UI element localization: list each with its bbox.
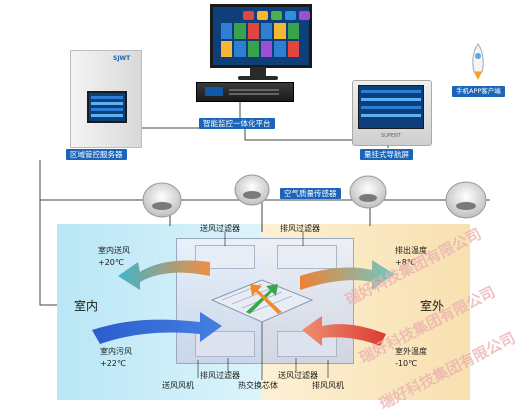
supply-filter-top-label: 送风过滤器: [200, 224, 240, 233]
mobile-rocket-icon: [466, 42, 490, 82]
outdoor-label: 室外: [420, 299, 445, 313]
top-right-filter: [277, 245, 337, 269]
sensor-4: [445, 181, 487, 219]
sensor-label: 空气质量传感器: [280, 188, 341, 199]
outdoor-temp-value: -10℃: [395, 359, 418, 368]
exhaust-filter-bottom-label: 排风过滤器: [200, 371, 240, 380]
monitor-base: [238, 76, 278, 80]
exhaust-air-arrow: [300, 260, 394, 290]
rack-server: [196, 82, 294, 102]
sensor-2: [234, 174, 270, 206]
exhaust-temp-value: +8℃: [395, 258, 416, 267]
supply-air-temp: +20℃: [98, 258, 124, 267]
exhaust-temp-name: 排出温度: [395, 246, 427, 255]
return-air-temp: +22℃: [100, 359, 126, 368]
wall-panel-brand: SUPENT: [381, 133, 401, 139]
exhaust-filter-top-label: 排风过滤器: [280, 224, 320, 233]
wall-panel: SUPENT: [352, 80, 432, 146]
platform-label: 智能监控一体化平台: [199, 118, 275, 129]
outdoor-air-arrow: [302, 316, 386, 346]
wall-panel-label: 量挂式导航屏: [360, 149, 413, 160]
server-brand: SJWT: [113, 55, 131, 62]
monitor: [210, 4, 312, 68]
supply-fan-label: 送风风机: [162, 381, 194, 390]
indoor-label: 室内: [74, 299, 99, 313]
airflow-arrows: [92, 232, 394, 380]
sensor-3: [349, 175, 387, 209]
server-screen: [87, 91, 127, 123]
mobile-app-label: 手机APP客户端: [452, 86, 505, 97]
core-cross-arrow-green: [246, 284, 278, 314]
supply-air-name: 室内送风: [98, 246, 130, 255]
air-quality-sensors: [142, 174, 487, 219]
regional-server-label: 区域管控服务器: [66, 149, 127, 160]
supply-air-arrow: [118, 260, 210, 290]
core-cross-arrow-orange: [250, 284, 282, 314]
outdoor-temp-name: 室外温度: [395, 347, 427, 356]
hrv-unit: [176, 238, 354, 364]
core-label: 热交换芯体: [238, 381, 278, 390]
sensor-1: [142, 182, 182, 218]
exhaust-fan-label: 排风风机: [312, 381, 344, 390]
return-air-arrow: [92, 312, 222, 344]
monitor-stand: [250, 67, 266, 77]
return-air-name: 室内污风: [100, 347, 132, 356]
supply-filter-bottom-label: 送风过滤器: [278, 371, 318, 380]
regional-server-cabinet: SJWT: [70, 50, 142, 148]
wall-panel-screen: [358, 85, 424, 129]
